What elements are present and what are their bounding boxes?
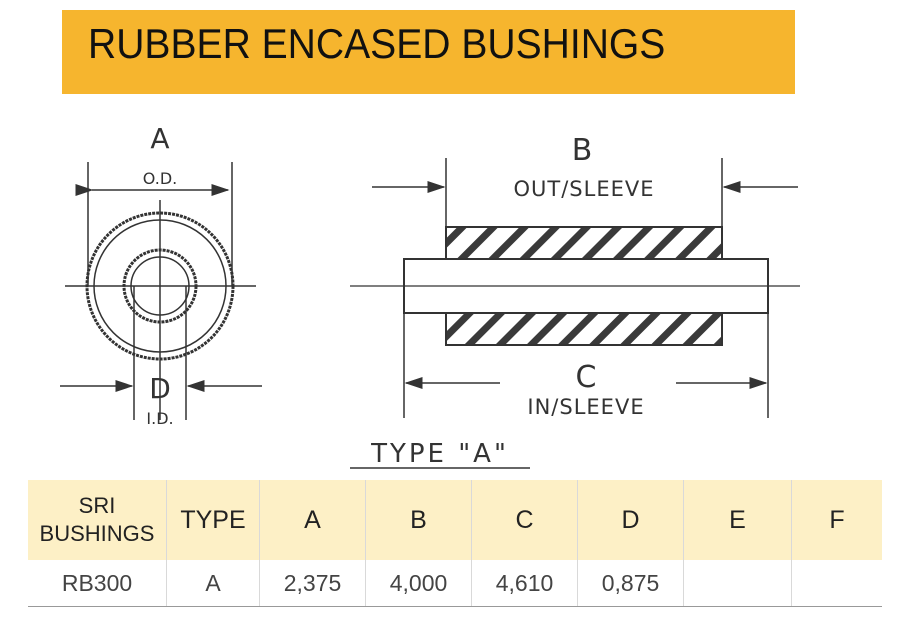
title-banner: [62, 10, 795, 94]
cell-e: [683, 560, 792, 607]
header-type: TYPE: [166, 480, 260, 560]
header-b: B: [365, 480, 472, 560]
side-view: [350, 158, 800, 418]
cell-d: 0,875: [577, 560, 684, 607]
bushing-spec-table: SRI BUSHINGS TYPE A B C D E F RB300 A 2,…: [28, 480, 882, 607]
cell-b: 4,000: [365, 560, 472, 607]
dim-d-label: I.D.: [146, 409, 173, 428]
bushing-technical-drawing: A O.D. D I.D. B OUT/SLEEVE C IN/SLEEVE T…: [60, 122, 800, 469]
header-e: E: [683, 480, 792, 560]
table-header-row: SRI BUSHINGS TYPE A B C D E F: [28, 480, 882, 560]
dim-d-letter: D: [149, 372, 171, 405]
header-f: F: [791, 480, 882, 560]
header-a: A: [259, 480, 366, 560]
dim-c-label: IN/SLEEVE: [527, 395, 644, 419]
type-label: TYPE "A": [370, 439, 509, 469]
header-sri-bushings: SRI BUSHINGS: [28, 480, 167, 560]
header-d: D: [577, 480, 684, 560]
cell-a: 2,375: [259, 560, 366, 607]
dim-b-label: OUT/SLEEVE: [513, 177, 654, 201]
dim-c-letter: C: [576, 360, 597, 395]
page-title: RUBBER ENCASED BUSHINGS: [88, 20, 666, 67]
front-view: [60, 162, 262, 420]
cell-f: [791, 560, 882, 607]
cell-c: 4,610: [471, 560, 578, 607]
cell-type: A: [166, 560, 260, 607]
dim-a-label: O.D.: [143, 169, 177, 188]
header-c: C: [471, 480, 578, 560]
outer-sleeve-top: [445, 226, 723, 260]
header-sri: SRI: [78, 493, 116, 518]
cell-part-number: RB300: [28, 560, 167, 607]
table-row: RB300 A 2,375 4,000 4,610 0,875: [28, 560, 882, 607]
dim-a-letter: A: [150, 122, 169, 155]
dim-b-letter: B: [572, 133, 593, 168]
header-bushings: BUSHINGS: [39, 521, 155, 546]
outer-sleeve-bottom: [445, 312, 723, 346]
